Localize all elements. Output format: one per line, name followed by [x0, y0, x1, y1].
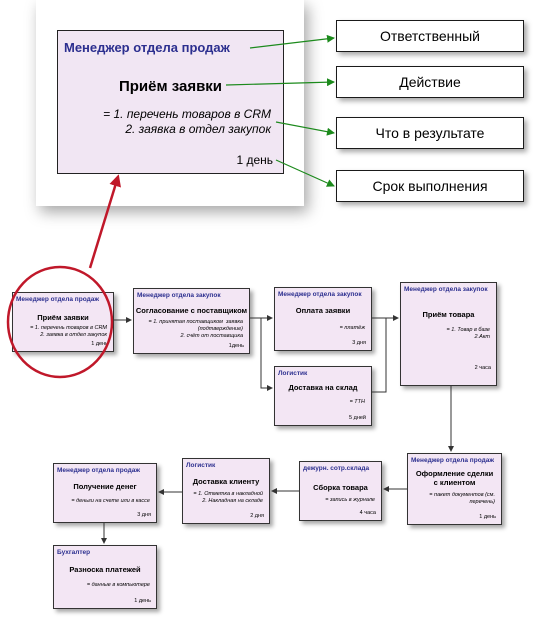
step-result: = ТТН [349, 399, 365, 405]
step-result: = 1. Товар в базе 2.Акт [446, 327, 490, 340]
flow-arrow [372, 318, 387, 393]
step-result: = данные в компьютере [86, 582, 150, 588]
step-term: 3 дня [137, 512, 151, 518]
step-card-supplier-agreement: Менеджер отдела закупок Согласование с п… [133, 288, 250, 354]
step-term: 1 день [91, 341, 108, 347]
step-action: Согласование с поставщиком [135, 306, 248, 315]
legend-card: Менеджер отдела продаж Приём заявки = 1.… [57, 30, 284, 174]
label-responsible: Ответственный [336, 20, 524, 52]
step-result: = запись в журнале [325, 497, 375, 503]
step-action: Разноска платежей [69, 565, 141, 574]
step-card-client-deal: Менеджер отдела продаж Оформление сделки… [407, 453, 502, 525]
legend-arrow-term [275, 159, 335, 187]
step-card-receive-order: Менеджер отдела продаж Приём заявки = 1.… [12, 292, 114, 352]
step-responsible: дежурн. сотр.склада [303, 465, 370, 472]
step-term: 1 день [479, 514, 496, 520]
step-action: Сборка товара [313, 483, 368, 492]
step-result: = пакет документов (см. перечень) [429, 492, 495, 505]
step-card-warehouse-delivery: Логистик Доставка на склад = ТТН 5 дней [274, 366, 372, 426]
step-term: 1день [228, 343, 244, 349]
highlight-circle [6, 265, 114, 379]
step-responsible: Менеджер отдела продаж [16, 296, 99, 303]
step-term: 3 дня [352, 340, 366, 346]
legend-term-text: 1 день [236, 153, 273, 167]
flow-arrow [260, 318, 273, 391]
step-action: Оплата заявки [295, 306, 351, 315]
step-term: 5 дней [349, 415, 366, 421]
step-result: = 1. перечень товаров в CRM 2. заявка в … [30, 325, 107, 338]
step-result: = 1. Отметка в накладной 2. Накладная на… [193, 491, 263, 504]
step-term: 2 часа [474, 365, 491, 371]
step-action: Доставка на склад [288, 383, 358, 392]
step-card-order-assembly: дежурн. сотр.склада Сборка товара = запи… [299, 461, 382, 521]
step-card-order-payment: Менеджер отдела закупок Оплата заявки = … [274, 287, 372, 351]
legend-arrow-result [275, 121, 335, 136]
legend-arrow-action [225, 78, 335, 87]
step-card-payment-posting: Бухгалтер Разноска платежей = данные в к… [53, 545, 157, 609]
step-card-client-delivery: Логистик Доставка клиенту = 1. Отметка в… [182, 458, 270, 524]
label-term: Срок выполнения [336, 170, 524, 202]
legend-arrow-responsible [249, 34, 335, 49]
step-action: Оформление сделки с клиентом [415, 469, 494, 487]
step-action: Приём товара [422, 310, 475, 319]
step-action: Доставка клиенту [192, 477, 260, 486]
step-action: Получение денег [73, 482, 137, 491]
step-responsible: Бухгалтер [57, 549, 91, 556]
step-term: 4 часа [359, 510, 376, 516]
step-responsible: Менеджер отдела закупок [137, 292, 221, 299]
step-responsible: Менеджер отдела продаж [57, 467, 140, 474]
step-card-payment-receipt: Менеджер отдела продаж Получение денег =… [53, 463, 157, 523]
highlight-arrow [88, 174, 121, 269]
label-result: Что в результате [336, 117, 524, 149]
step-responsible: Менеджер отдела закупок [404, 286, 488, 293]
step-responsible: Логистик [278, 370, 308, 377]
step-term: 2 дня [250, 513, 264, 519]
legend-result-text: = 1. перечень товаров в CRM 2. заявка в … [103, 107, 271, 136]
step-responsible: Менеджер отдела продаж [411, 457, 494, 464]
legend-responsible-text: Менеджер отдела продаж [64, 40, 230, 55]
step-result: = платёж [339, 325, 365, 331]
step-action: Приём заявки [37, 313, 89, 322]
step-result: = деньги на счете или в кассе [71, 498, 150, 504]
label-action: Действие [336, 66, 524, 98]
step-result: = 1. принятая поставщиком заявка (подтве… [148, 319, 243, 339]
legend-action-text: Приём заявки [118, 78, 223, 95]
step-card-goods-receipt: Менеджер отдела закупок Приём товара = 1… [400, 282, 497, 386]
step-responsible: Логистик [186, 462, 216, 469]
step-term: 1 день [134, 598, 151, 604]
step-responsible: Менеджер отдела закупок [278, 291, 362, 298]
